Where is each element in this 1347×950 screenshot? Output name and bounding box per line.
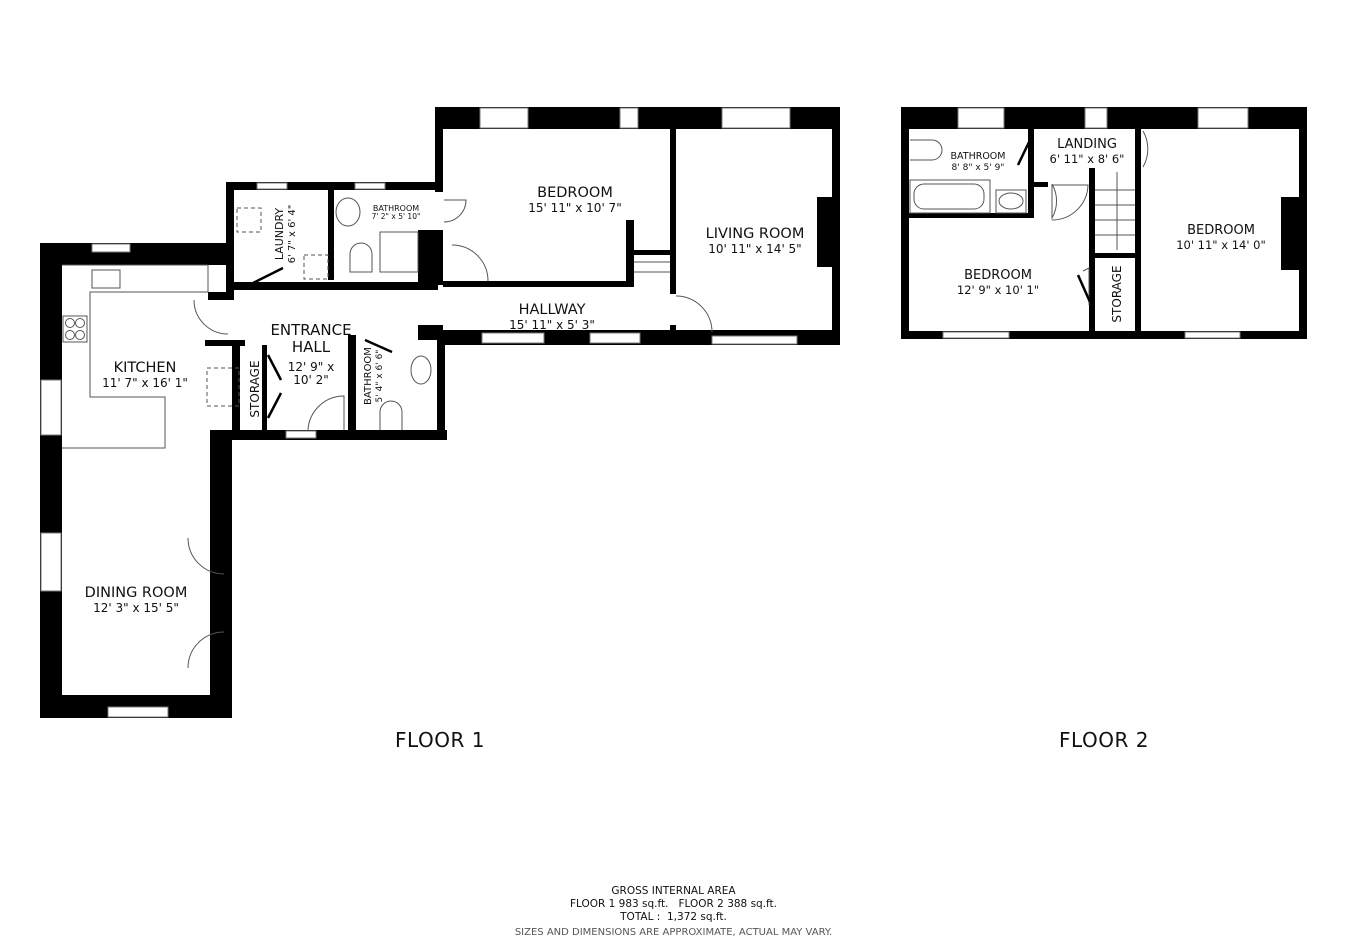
floor-1-windows bbox=[40, 107, 798, 718]
room-dimensions-line1: 12' 9" x bbox=[287, 359, 335, 374]
room-label-kitchen: KITCHEN 11' 7" x 16' 1" bbox=[102, 360, 188, 390]
folding-doors bbox=[252, 266, 393, 419]
room-label-f2-storage: STORAGE bbox=[1110, 265, 1125, 323]
room-dimensions: 6' 11" x 8' 6" bbox=[1049, 151, 1125, 166]
room-name: KITCHEN bbox=[113, 360, 177, 376]
floor-1-title: FLOOR 1 bbox=[395, 728, 485, 752]
floor-2-title: FLOOR 2 bbox=[1059, 728, 1149, 752]
room-dimensions: 12' 3" x 15' 5" bbox=[93, 600, 179, 615]
room-name: STORAGE bbox=[1110, 265, 1125, 323]
room-name: LANDING bbox=[1057, 137, 1117, 152]
floor-1-walls bbox=[40, 107, 840, 718]
room-label-f2-bedroom-1: BEDROOM 12' 9" x 10' 1" bbox=[956, 268, 1040, 297]
room-name: LAUNDRY bbox=[272, 207, 286, 261]
disclaimer: SIZES AND DIMENSIONS ARE APPROXIMATE, AC… bbox=[514, 927, 833, 938]
floor-2-fixtures bbox=[909, 130, 1149, 305]
room-dimensions: 5' 4" x 6' 6" bbox=[374, 349, 385, 403]
room-dimensions: 11' 7" x 16' 1" bbox=[102, 375, 188, 390]
room-dimensions: 10' 11" x 14' 5" bbox=[708, 241, 802, 256]
room-name: DINING ROOM bbox=[84, 585, 188, 601]
room-name-line1: ENTRANCE bbox=[270, 321, 352, 339]
room-label-bathroom-2: BATHROOM 5' 4" x 6' 6" bbox=[363, 347, 385, 405]
floor-2-windows bbox=[942, 107, 1249, 339]
room-name: BATHROOM bbox=[363, 347, 375, 405]
room-name-line2: HALL bbox=[291, 338, 331, 357]
room-label-laundry: LAUNDRY 6' 7" x 6' 4" bbox=[272, 204, 298, 264]
room-label-landing: LANDING 6' 11" x 8' 6" bbox=[1049, 137, 1125, 166]
floor-areas: FLOOR 1 983 sq.ft. FLOOR 2 388 sq.ft. bbox=[569, 898, 778, 910]
room-label-bedroom-1: BEDROOM 15' 11" x 10' 7" bbox=[528, 185, 621, 215]
room-dimensions: 7' 2" x 5' 10" bbox=[371, 212, 421, 222]
room-label-bathroom-1: BATHROOM 7' 2" x 5' 10" bbox=[372, 204, 421, 222]
doors bbox=[187, 197, 713, 669]
room-dimensions: 15' 11" x 5' 3" bbox=[509, 317, 595, 332]
room-label-f2-bedroom-2: BEDROOM 10' 11" x 14' 0" bbox=[1176, 223, 1266, 252]
room-label-dining-room: DINING ROOM 12' 3" x 15' 5" bbox=[85, 585, 188, 615]
room-label-entrance-hall: ENTRANCE HALL 12' 9" x 10' 2" bbox=[270, 321, 352, 388]
room-name: BEDROOM bbox=[537, 185, 613, 201]
room-name: BATHROOM bbox=[950, 151, 1006, 162]
room-label-f2-bathroom: BATHROOM 8' 8" x 5' 9" bbox=[950, 151, 1006, 173]
total-area: TOTAL : 1,372 sq.ft. bbox=[620, 911, 727, 923]
floor-2-folding-doors bbox=[1016, 139, 1092, 303]
room-dimensions: 12' 9" x 10' 1" bbox=[956, 282, 1040, 297]
room-dimensions: 6' 7" x 6' 4" bbox=[286, 204, 298, 264]
room-name: STORAGE bbox=[248, 360, 263, 418]
room-dimensions-line2: 10' 2" bbox=[293, 373, 329, 388]
room-label-storage-1: STORAGE bbox=[248, 360, 263, 418]
room-name: LIVING ROOM bbox=[705, 226, 805, 242]
room-name: BATHROOM bbox=[372, 204, 420, 213]
room-dimensions: 10' 11" x 14' 0" bbox=[1176, 237, 1266, 252]
kitchen-counter bbox=[62, 264, 209, 449]
room-name: HALLWAY bbox=[518, 302, 586, 318]
area-heading: GROSS INTERNAL AREA bbox=[611, 885, 736, 897]
room-label-hallway: HALLWAY 15' 11" x 5' 3" bbox=[509, 302, 595, 332]
room-name: BEDROOM bbox=[1187, 223, 1255, 238]
room-label-living-room: LIVING ROOM 10' 11" x 14' 5" bbox=[706, 226, 805, 256]
area-summary: GROSS INTERNAL AREA FLOOR 1 983 sq.ft. F… bbox=[0, 885, 1347, 939]
room-name: BEDROOM bbox=[964, 268, 1032, 283]
room-dimensions: 8' 8" x 5' 9" bbox=[951, 162, 1005, 173]
room-dimensions: 15' 11" x 10' 7" bbox=[528, 200, 622, 215]
